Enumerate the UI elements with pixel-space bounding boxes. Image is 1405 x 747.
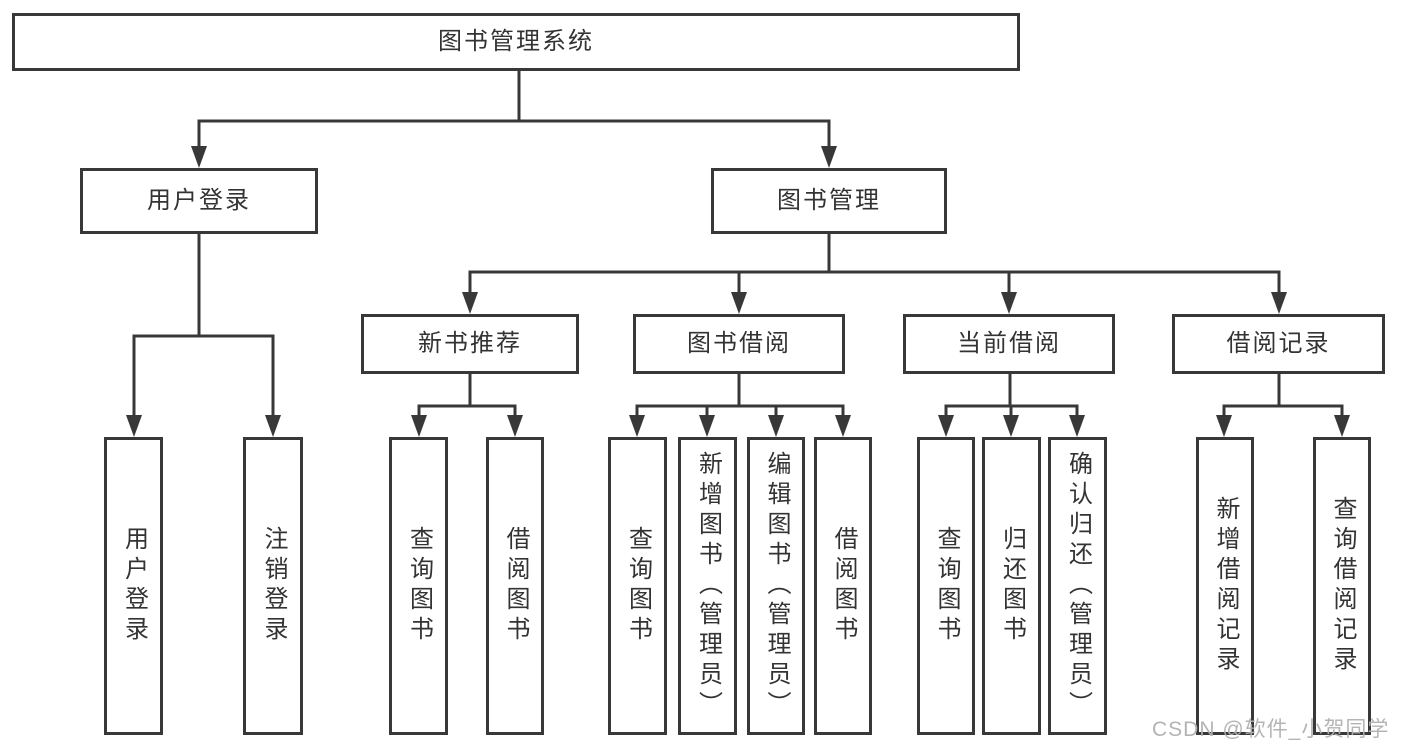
arrow-icon: [835, 415, 851, 437]
leaf-confirm-return-admin: 确认归还（管理员）: [1048, 437, 1107, 735]
arrow-icon: [938, 415, 954, 437]
leaf-query-books-recommend: 查询图书: [389, 437, 448, 735]
leaf-borrow-books-recommend: 借阅图书: [486, 437, 544, 735]
leaf-borrow-books-borrow: 借阅图书: [814, 437, 872, 735]
node-borrowing-records: 借阅记录: [1172, 314, 1385, 374]
arrow-icon: [731, 292, 747, 314]
node-book-borrowing: 图书借阅: [633, 314, 845, 374]
leaf-edit-book-admin: 编辑图书（管理员）: [747, 437, 805, 735]
arrow-icon: [1001, 292, 1017, 314]
arrow-icon: [191, 146, 207, 168]
arrow-icon: [1216, 415, 1232, 437]
leaf-query-books-borrow: 查询图书: [608, 437, 667, 735]
watermark: CSDN @软件_小贺同学: [1152, 718, 1390, 741]
arrow-icon: [126, 415, 142, 437]
leaf-return-book: 归还图书: [982, 437, 1041, 735]
arrow-icon: [411, 415, 427, 437]
arrow-icon: [1271, 292, 1287, 314]
node-book-management: 图书管理: [711, 168, 947, 234]
leaf-add-borrow-record: 新增借阅记录: [1196, 437, 1254, 735]
arrow-icon: [699, 415, 715, 437]
arrow-icon: [462, 292, 478, 314]
arrow-icon: [507, 415, 523, 437]
leaf-logout-login: 注销登录: [243, 437, 303, 735]
arrowheads: [126, 146, 1350, 437]
arrow-icon: [265, 415, 281, 437]
leaf-add-book-admin: 新增图书（管理员）: [678, 437, 737, 735]
node-user-login: 用户登录: [80, 168, 318, 234]
arrow-icon: [1334, 415, 1350, 437]
node-current-borrowing: 当前借阅: [903, 314, 1115, 374]
node-new-book-recommendation: 新书推荐: [361, 314, 579, 374]
leaf-user-login: 用户登录: [104, 437, 163, 735]
arrow-icon: [768, 415, 784, 437]
connector-paths: [132, 68, 1344, 421]
leaf-query-books-current: 查询图书: [917, 437, 975, 735]
arrow-icon: [1003, 415, 1019, 437]
leaf-query-borrow-record: 查询借阅记录: [1313, 437, 1371, 735]
node-library-management-system: 图书管理系统: [12, 13, 1020, 71]
arrow-icon: [629, 415, 645, 437]
arrow-icon: [1069, 415, 1085, 437]
arrow-icon: [821, 146, 837, 168]
